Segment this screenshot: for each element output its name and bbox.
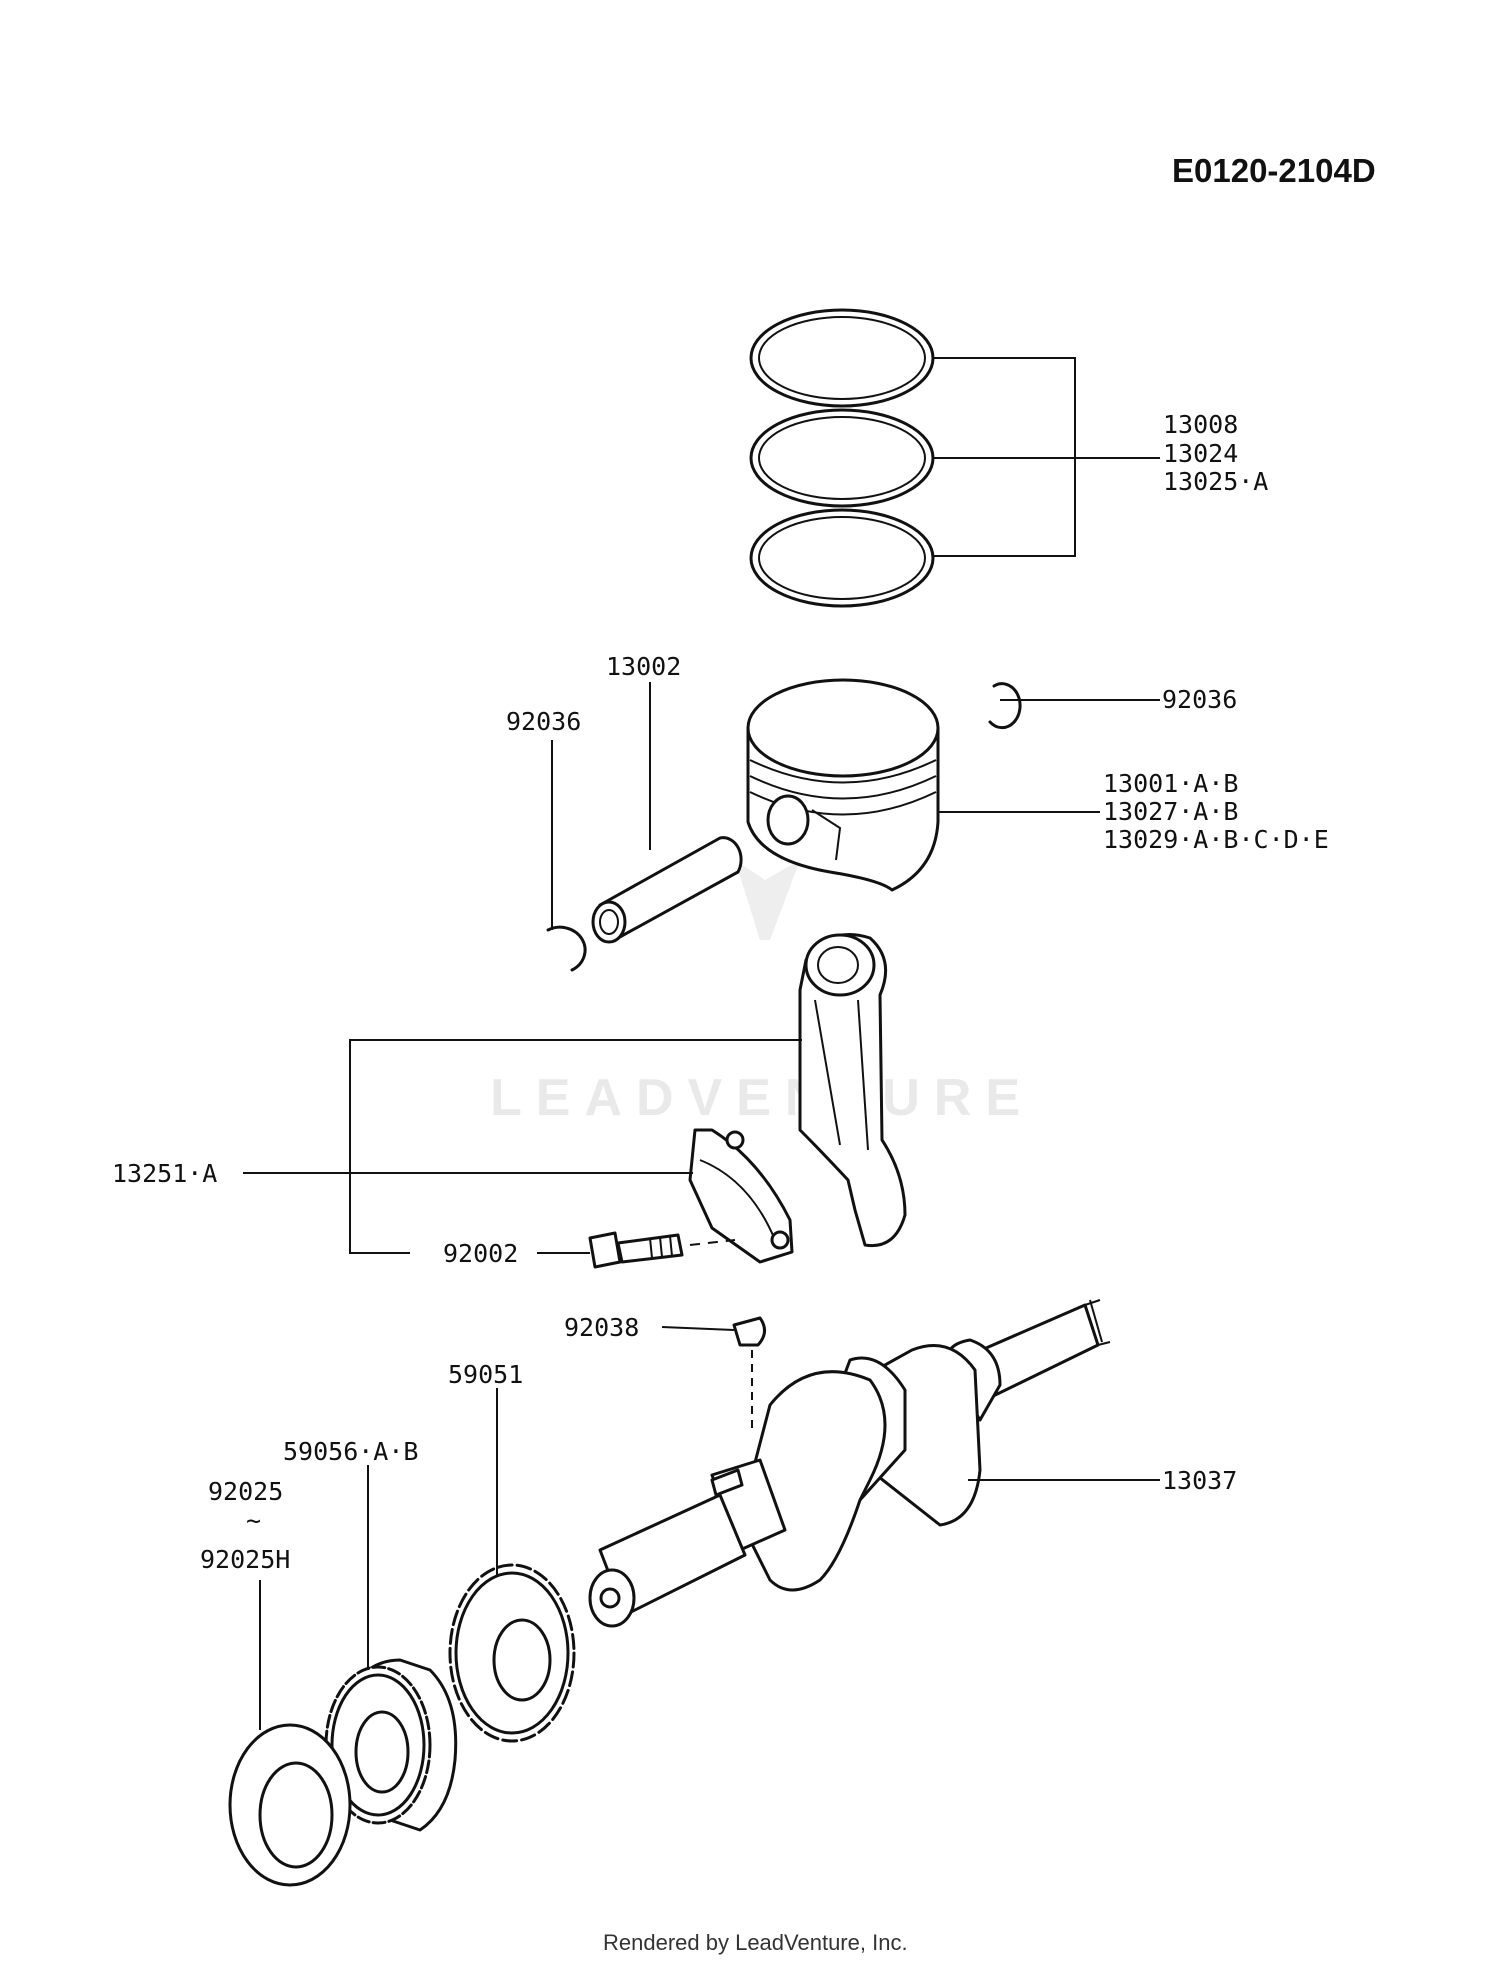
label-piston-1: 13001·A·B	[1103, 769, 1238, 798]
ring-leaders	[933, 357, 1160, 557]
label-key: 92038	[564, 1313, 639, 1342]
piston-pin	[591, 836, 743, 944]
piston-rings	[749, 308, 935, 608]
piston	[746, 678, 940, 892]
label-ring-1: 13008	[1163, 410, 1238, 439]
label-washer-b: 92025H	[200, 1545, 290, 1574]
watermark: LEADVENTURE	[490, 860, 1034, 1127]
conrod-bolt	[588, 1231, 736, 1269]
diagram-code: E0120-2104D	[1172, 152, 1376, 189]
circlip-left	[546, 925, 587, 972]
circlip-right	[988, 682, 1022, 730]
crankshaft	[588, 1299, 1111, 1628]
connecting-rod-cap	[688, 1128, 794, 1264]
thrust-washer	[228, 1723, 352, 1887]
crank-gear	[324, 1658, 458, 1832]
label-crankshaft: 13037	[1162, 1466, 1237, 1495]
watermark-text: LEADVENTURE	[490, 1069, 1034, 1127]
label-washer-a: 92025	[208, 1477, 283, 1506]
label-pin: 13002	[606, 652, 681, 681]
label-piston-3: 13029·A·B·C·D·E	[1103, 825, 1329, 854]
footer-credit: Rendered by LeadVenture, Inc.	[603, 1930, 908, 1955]
woodruff-key	[732, 1316, 766, 1347]
label-sprocket: 59051	[448, 1360, 523, 1389]
label-conrod: 13251·A	[112, 1159, 217, 1188]
label-ring-3: 13025·A	[1163, 467, 1268, 496]
label-clip-left: 92036	[506, 707, 581, 736]
label-gear: 59056·A·B	[283, 1437, 418, 1466]
label-clip-right: 92036	[1162, 685, 1237, 714]
label-bolt: 92002	[443, 1239, 518, 1268]
sprocket	[448, 1563, 576, 1743]
label-ring-2: 13024	[1163, 439, 1238, 468]
watermark-logo-icon	[735, 860, 800, 940]
label-piston-2: 13027·A·B	[1103, 797, 1238, 826]
label-washer-tilde: ~	[246, 1506, 261, 1535]
connecting-rod	[798, 933, 907, 1248]
